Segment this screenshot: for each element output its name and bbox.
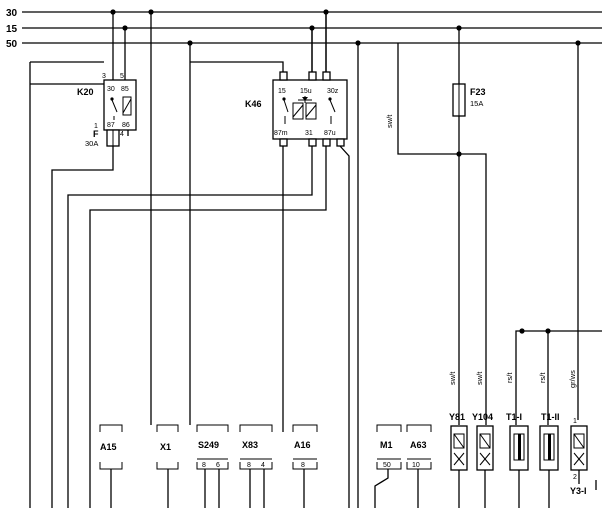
svg-text:X83: X83	[242, 440, 258, 450]
f23-wire-label: sw/t	[385, 114, 394, 128]
coil-t1-i[interactable]: T1-I	[506, 412, 529, 508]
rail-15-label: 15	[6, 24, 18, 35]
connector-s249[interactable]: S249 8 6	[196, 424, 229, 508]
k20-wires	[29, 61, 114, 508]
rail-50-label: 50	[6, 39, 18, 50]
connector-a16[interactable]: A16 8	[292, 424, 318, 508]
svg-text:85: 85	[121, 86, 129, 93]
power-rails: 30 15 50	[6, 8, 602, 50]
svg-text:1: 1	[573, 418, 577, 425]
svg-text:4: 4	[120, 131, 124, 138]
relay-k46[interactable]: K46 15 15u 30z 87m 31 87u	[245, 71, 348, 147]
right-branch: sw/t sw/t rs/t rs/t gr/ws	[448, 330, 602, 425]
svg-text:15: 15	[278, 88, 286, 95]
svg-text:87: 87	[107, 122, 115, 129]
svg-text:sw/t: sw/t	[475, 371, 484, 385]
fuse-f-rating: 30A	[85, 139, 98, 148]
svg-text:A63: A63	[410, 440, 427, 450]
svg-text:5: 5	[120, 73, 124, 80]
svg-text:10: 10	[412, 462, 420, 469]
connector-x1[interactable]: X1	[156, 424, 179, 508]
coil-y104[interactable]: Y104	[472, 412, 494, 508]
relay-k20[interactable]: K20 3 5 30 85 87 86 1 4 F 30A	[77, 70, 137, 148]
svg-text:87m: 87m	[274, 130, 288, 137]
coil-y81[interactable]: Y81	[449, 412, 468, 508]
svg-text:4: 4	[261, 462, 265, 469]
svg-text:8: 8	[301, 462, 305, 469]
connector-a63[interactable]: A63 10	[406, 424, 432, 508]
coil-y3-i[interactable]: 1 2 Y3-I	[570, 418, 588, 496]
svg-text:T1-II: T1-II	[541, 412, 560, 422]
svg-text:31: 31	[305, 130, 313, 137]
svg-text:8: 8	[247, 462, 251, 469]
bottom-connectors: A15 X1 S249 8 6 X83 8 4	[99, 424, 432, 508]
svg-text:1: 1	[94, 123, 98, 130]
connector-m1[interactable]: M1 50	[374, 424, 402, 508]
svg-text:M1: M1	[380, 440, 393, 450]
fuse-f-label: F	[93, 129, 99, 139]
rail-junctions	[110, 9, 581, 334]
svg-text:S249: S249	[198, 440, 219, 450]
coils: Y81 Y104 T1-I T1-II	[449, 412, 597, 508]
svg-text:30: 30	[107, 86, 115, 93]
k20-label: K20	[77, 87, 94, 97]
svg-text:rs/t: rs/t	[538, 372, 547, 383]
svg-text:8: 8	[202, 462, 206, 469]
svg-text:Y81: Y81	[449, 412, 465, 422]
coil-t1-ii[interactable]: T1-II	[539, 412, 560, 508]
f23-wires: sw/t	[385, 43, 487, 425]
svg-text:X1: X1	[160, 442, 171, 452]
k46-label: K46	[245, 99, 262, 109]
svg-text:50: 50	[383, 462, 391, 469]
f23-label: F23	[470, 87, 486, 97]
svg-text:T1-I: T1-I	[506, 412, 522, 422]
svg-text:2: 2	[573, 474, 577, 481]
svg-text:3: 3	[102, 73, 106, 80]
svg-text:A16: A16	[294, 440, 311, 450]
f23-rating: 15A	[470, 99, 483, 108]
k46-wires	[67, 12, 350, 508]
svg-text:Y3-I: Y3-I	[570, 486, 587, 496]
connector-a15[interactable]: A15	[99, 424, 123, 508]
svg-text:15u: 15u	[300, 88, 312, 95]
svg-text:A15: A15	[100, 442, 117, 452]
svg-text:gr/ws: gr/ws	[568, 370, 577, 388]
svg-text:6: 6	[216, 462, 220, 469]
svg-text:87u: 87u	[324, 130, 336, 137]
connector-x83[interactable]: X83 8 4	[239, 424, 273, 508]
svg-text:sw/t: sw/t	[448, 371, 457, 385]
svg-text:86: 86	[122, 122, 130, 129]
rail-30-label: 30	[6, 8, 18, 19]
svg-text:rs/t: rs/t	[505, 372, 514, 383]
svg-text:Y104: Y104	[472, 412, 493, 422]
fuse-f23[interactable]: F23 15A	[452, 83, 486, 117]
svg-text:30z: 30z	[327, 88, 339, 95]
